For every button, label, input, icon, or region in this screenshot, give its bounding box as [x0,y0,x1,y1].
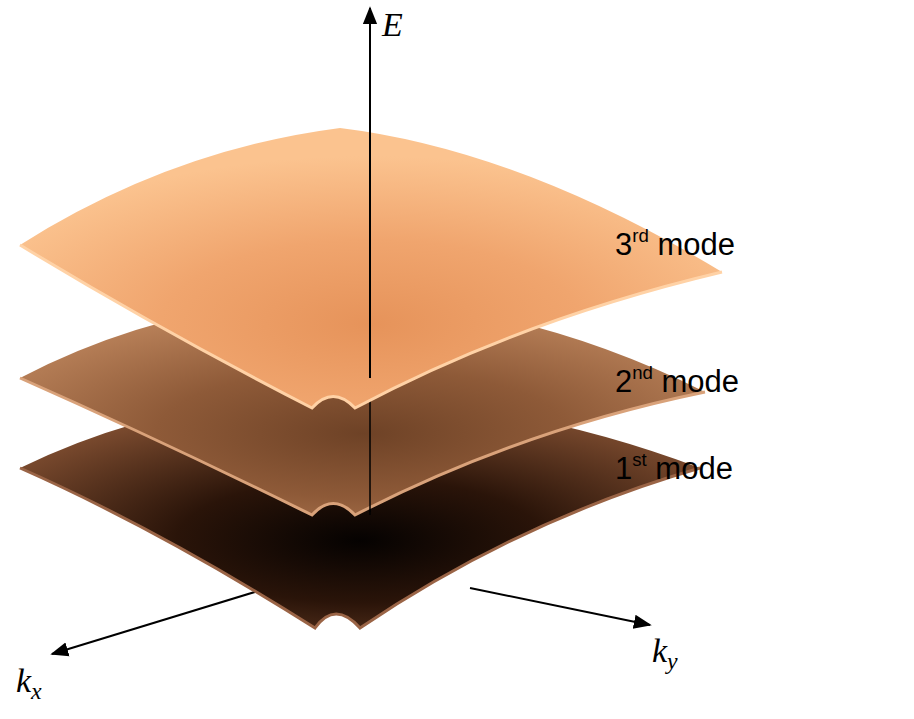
axis-label: ky [652,632,678,669]
axis-label: kx [16,662,42,699]
ky-axis [470,588,650,625]
energy-axis-segment [369,385,371,512]
mode-label: 1st mode [615,452,733,486]
kx-axis [52,588,268,654]
mode-label: 3rd mode [615,228,735,262]
axis-label: E [382,6,403,43]
energy-axis [369,8,371,378]
mode-label: 2nd mode [615,365,739,399]
